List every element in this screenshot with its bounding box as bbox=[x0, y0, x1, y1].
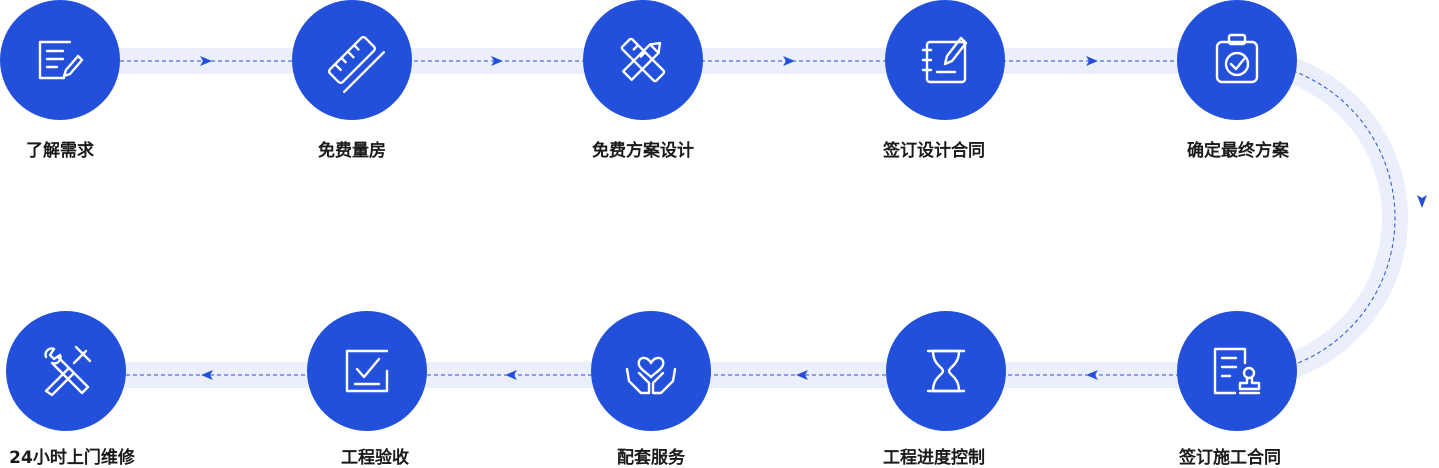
document-edit-icon bbox=[38, 40, 84, 80]
arrow-right-4 bbox=[1086, 56, 1098, 66]
step-label-7: 工程进度控制 bbox=[883, 448, 985, 468]
step-node-8 bbox=[591, 311, 711, 431]
arrow-left-2 bbox=[796, 370, 808, 380]
tools-icon bbox=[44, 345, 92, 397]
step-label-10: 24小时上门维修 bbox=[9, 448, 135, 468]
step-label-9: 工程验收 bbox=[341, 448, 409, 468]
step-node-6 bbox=[1177, 311, 1297, 431]
step-node-3 bbox=[583, 0, 703, 120]
step-node-2 bbox=[292, 0, 412, 120]
step-node-9 bbox=[307, 311, 427, 431]
arrow-left-3 bbox=[505, 370, 517, 380]
step-node-4 bbox=[885, 0, 1005, 120]
hands-heart-icon bbox=[625, 356, 677, 395]
step-label-2: 免费量房 bbox=[318, 141, 386, 161]
step-label-8: 配套服务 bbox=[617, 448, 685, 468]
arrow-down-curve bbox=[1417, 195, 1427, 208]
step-label-3: 免费方案设计 bbox=[592, 141, 694, 161]
step-node-1 bbox=[0, 0, 120, 120]
arrow-left-4 bbox=[201, 370, 213, 380]
step-label-6: 签订施工合同 bbox=[1179, 448, 1281, 468]
hourglass-icon bbox=[926, 349, 966, 393]
step-node-7 bbox=[886, 311, 1006, 431]
arrow-right-1 bbox=[200, 56, 212, 66]
arrow-left-1 bbox=[1086, 370, 1098, 380]
notebook-pen-icon bbox=[921, 36, 968, 84]
ruler-icon bbox=[328, 36, 386, 94]
checkbox-icon bbox=[345, 349, 389, 393]
step-label-5: 确定最终方案 bbox=[1187, 141, 1289, 161]
contract-stamp-icon bbox=[1213, 347, 1261, 395]
arrow-right-3 bbox=[783, 56, 795, 66]
pencil-ruler-icon bbox=[620, 37, 666, 83]
step-label-1: 了解需求 bbox=[26, 141, 94, 161]
clipboard-check-icon bbox=[1215, 33, 1259, 84]
step-node-5 bbox=[1177, 0, 1297, 120]
arrow-right-2 bbox=[491, 56, 503, 66]
step-node-10 bbox=[6, 311, 126, 431]
flow-arrows bbox=[200, 56, 1427, 380]
step-label-4: 签订设计合同 bbox=[883, 141, 985, 161]
